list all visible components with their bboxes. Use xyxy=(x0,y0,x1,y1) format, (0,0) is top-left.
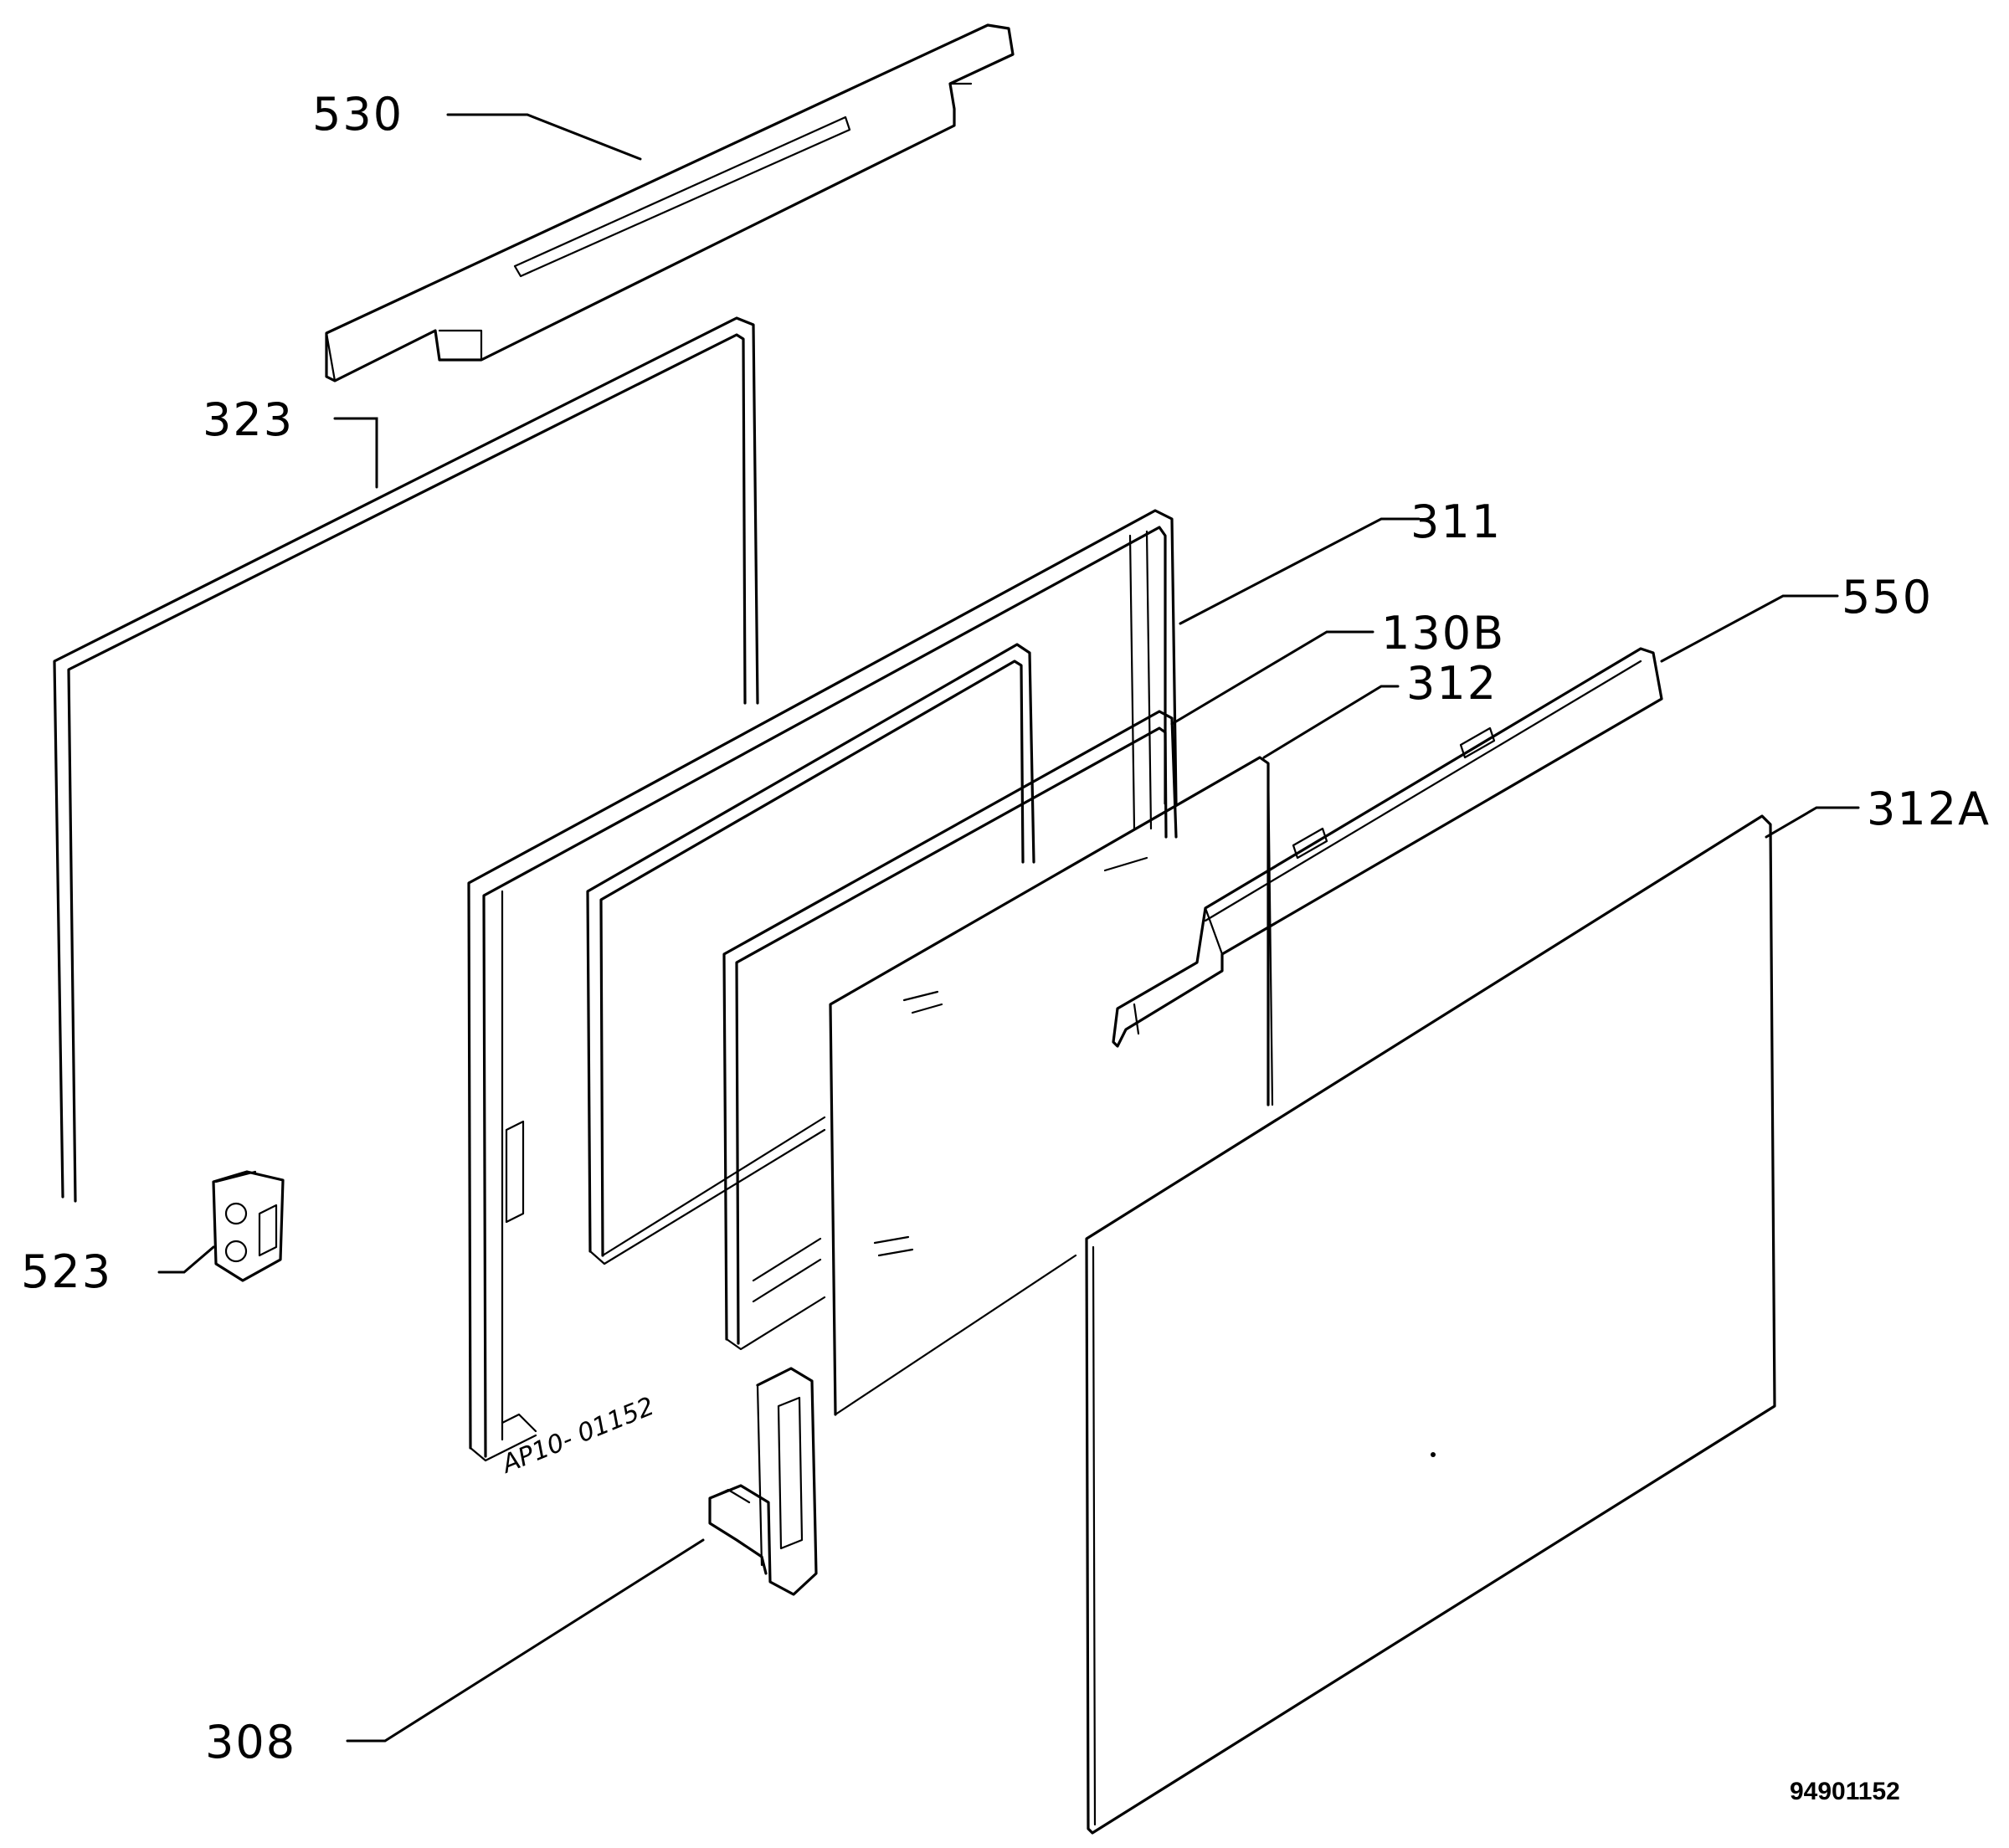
leader-312a xyxy=(1765,806,1860,839)
part-130b-inner-seal xyxy=(586,643,1035,1265)
handwritten-part-marking: AP10- 01152 xyxy=(496,1392,659,1480)
part-323-gasket xyxy=(53,316,759,1203)
label-312: 312 xyxy=(1406,657,1498,710)
part-550-handle-rail xyxy=(1112,647,1663,1048)
leader-lines xyxy=(157,113,1860,1743)
label-530: 530 xyxy=(312,88,403,141)
leader-130b xyxy=(1170,630,1374,726)
leader-308 xyxy=(346,1538,705,1743)
leader-550 xyxy=(1660,594,1839,663)
leader-523 xyxy=(157,1245,215,1274)
leader-311 xyxy=(1179,517,1421,625)
leader-323 xyxy=(333,417,378,489)
leader-530 xyxy=(446,113,642,161)
label-308: 308 xyxy=(205,1716,296,1768)
part-312a-outer-glass xyxy=(1085,814,1776,1835)
part-308-hinge xyxy=(708,1367,818,1596)
document-number: 94901152 xyxy=(1790,1778,1900,1805)
label-130b: 130B xyxy=(1381,607,1505,660)
label-523: 523 xyxy=(21,1245,112,1298)
label-323: 323 xyxy=(203,393,294,446)
label-311: 311 xyxy=(1410,495,1502,548)
label-550: 550 xyxy=(1842,571,1933,624)
inner-glass-panel xyxy=(829,756,1274,1416)
part-312-frame-seal xyxy=(722,710,1178,1351)
part-523-hinge-bracket xyxy=(212,1170,285,1282)
part-530-top-trim xyxy=(325,23,1015,382)
part-311-door-frame xyxy=(467,509,1178,1462)
leader-312 xyxy=(1262,685,1400,759)
label-312a: 312A xyxy=(1867,783,1991,835)
